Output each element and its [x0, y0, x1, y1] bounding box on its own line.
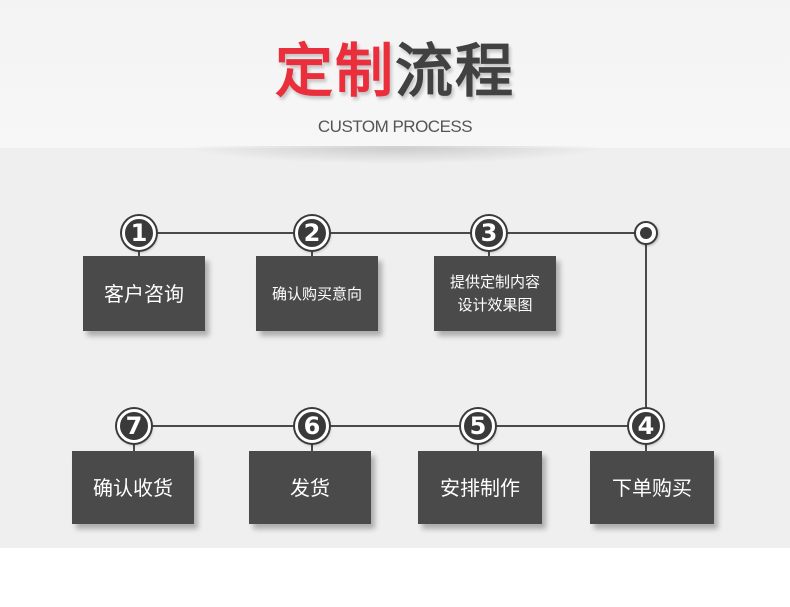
title-accent: 定制 [274, 37, 395, 105]
title-main: 流程 [395, 37, 516, 105]
step-7-number: 7 [117, 409, 151, 443]
step-5-number: 5 [461, 409, 495, 443]
step-3-number: 3 [472, 216, 506, 250]
step-5-label: 安排制作 [440, 475, 520, 500]
step-1-number: 1 [122, 216, 156, 250]
step-3-box: 提供定制内容 设计效果图 [434, 256, 556, 331]
page-subtitle: CUSTOM PROCESS [317, 117, 473, 136]
step-3-label-line1: 提供定制内容 [449, 272, 540, 291]
step-6-label: 发货 [290, 475, 330, 500]
step-6-number: 6 [295, 409, 329, 443]
page-title: 定制流程 [0, 36, 790, 106]
corner-turn-dot [634, 221, 658, 245]
step-1-box: 客户咨询 [83, 256, 205, 331]
step-4-label: 下单购买 [612, 475, 692, 500]
step-4-number: 4 [629, 409, 663, 443]
connector-top-row [138, 232, 646, 234]
connector-bottom-row [133, 425, 647, 427]
step-5-box: 安排制作 [418, 451, 542, 524]
step-3-label-line2: 设计效果图 [457, 295, 533, 314]
step-1-label: 客户咨询 [104, 281, 184, 306]
step-2-label: 确认购买意向 [271, 284, 362, 303]
connector-right-vertical [645, 232, 647, 426]
step-2-number: 2 [295, 216, 329, 250]
title-shadow [180, 146, 610, 164]
header-band [0, 0, 790, 148]
step-7-label: 确认收货 [93, 475, 173, 500]
step-6-box: 发货 [249, 451, 371, 524]
step-7-box: 确认收货 [72, 451, 194, 524]
step-2-box: 确认购买意向 [256, 256, 378, 331]
step-4-box: 下单购买 [590, 451, 714, 524]
